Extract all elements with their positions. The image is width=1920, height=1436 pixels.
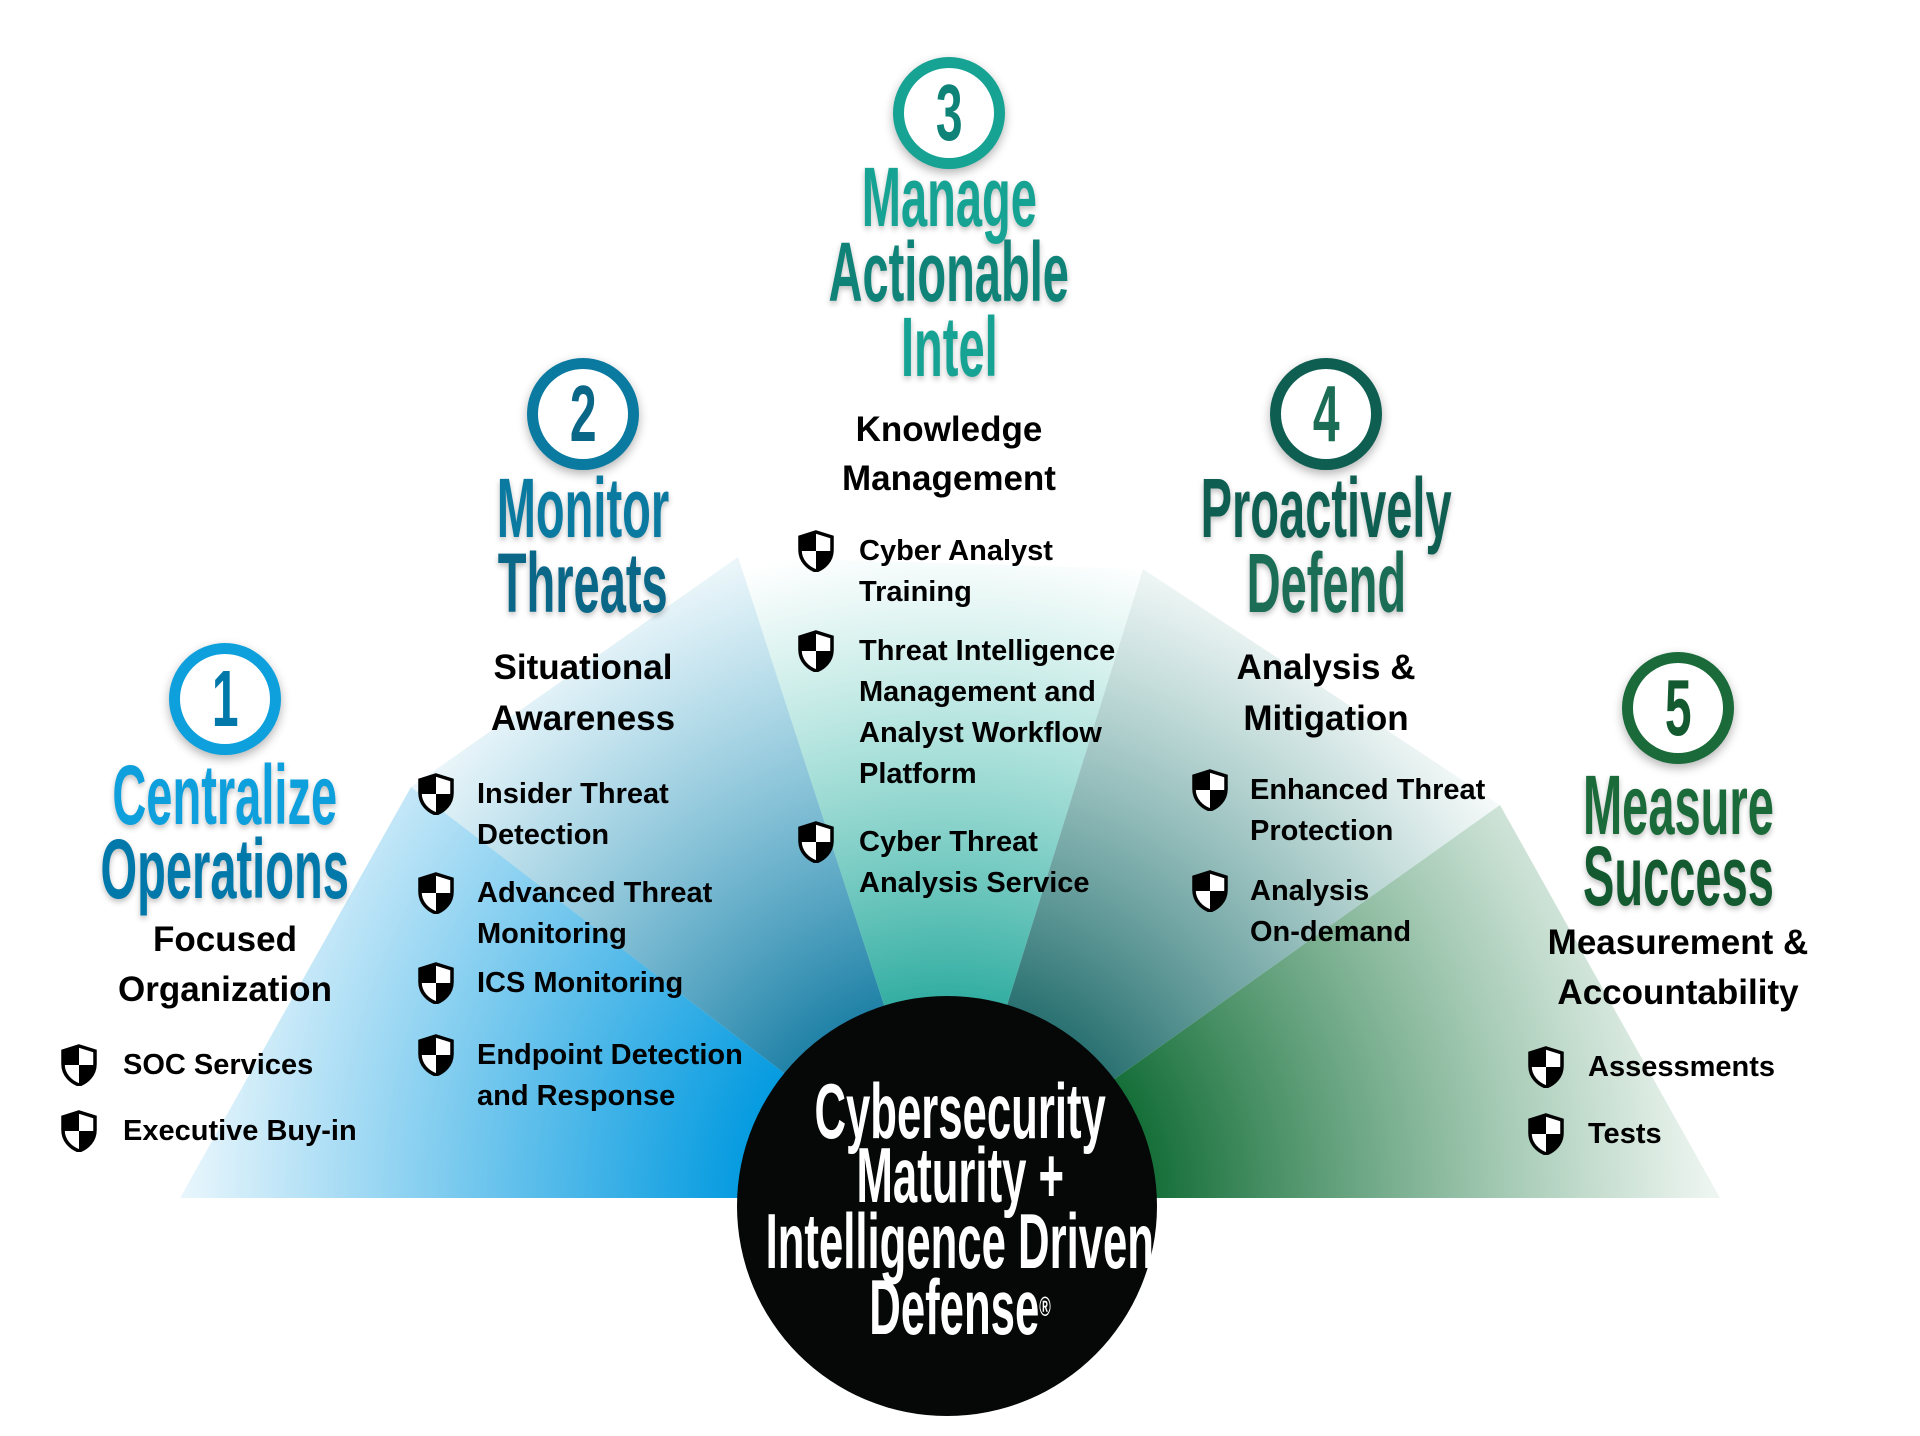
list-item-text: Analysis xyxy=(1250,875,1370,907)
shield-icon xyxy=(1527,1113,1565,1156)
list-item-text: Cyber Analyst xyxy=(859,535,1053,567)
list-item-text: Platform xyxy=(859,758,977,790)
shield-icon xyxy=(797,630,835,673)
list-item-text: Enhanced Threat xyxy=(1250,774,1486,806)
list-item-text: Management and xyxy=(859,676,1096,708)
list-item-text: Tests xyxy=(1588,1118,1662,1150)
shield-icon xyxy=(417,962,455,1005)
shield-icon xyxy=(797,821,835,864)
list-item-text: Threat Intelligence xyxy=(859,635,1116,667)
step-title-line: Defend xyxy=(976,541,1676,625)
step-4-number-badge: 4 xyxy=(1270,358,1382,470)
list-item-text: ICS Monitoring xyxy=(477,967,684,999)
step-title-text: Operations xyxy=(100,822,350,916)
step-title-text: Intel xyxy=(900,300,998,394)
list-item-text: On-demand xyxy=(1250,916,1412,948)
step-3-number-badge: 3 xyxy=(893,57,1005,169)
step-subtitle-line: Accountability xyxy=(1557,973,1799,1012)
center-title-line: Cybersecurity xyxy=(814,1067,1106,1155)
step-subtitle-line: Situational xyxy=(493,648,673,687)
step-title-text: Measure xyxy=(1582,758,1774,852)
step-subtitle-line: Knowledge xyxy=(855,410,1043,449)
step-title-text: Centralize xyxy=(112,748,338,842)
wedge-5 xyxy=(947,805,1720,1198)
step-1-number-badge: 1 xyxy=(169,643,281,755)
step-title-text: Monitor xyxy=(496,461,670,555)
list-item-text: Detection xyxy=(477,819,610,851)
list-item-text: Cyber Threat xyxy=(859,826,1038,858)
wedge-1 xyxy=(180,787,947,1198)
step-title-text: Defend xyxy=(1246,536,1406,630)
step-subtitle-line: Measurement & xyxy=(1547,923,1809,962)
list-item-text: Insider Threat xyxy=(477,778,669,810)
list-item-text: and Response xyxy=(477,1080,676,1112)
step-subtitle-line: Focused xyxy=(153,920,297,959)
step-title-text: Actionable xyxy=(828,225,1070,319)
list-item-text: Analyst Workflow xyxy=(859,717,1102,749)
step-title-text: Threats xyxy=(498,536,668,630)
step-title-line: Monitor xyxy=(233,466,933,550)
registered-mark: ® xyxy=(1039,1291,1051,1322)
step-title-line: Measure xyxy=(1328,763,1920,847)
step-title-line: Success xyxy=(1328,834,1920,918)
step-title-line: Operations xyxy=(0,827,575,911)
wedge-3 xyxy=(738,557,1143,1198)
step-title-line: Actionable xyxy=(599,230,1299,314)
center-hub-circle xyxy=(737,996,1157,1416)
step-title-line: Intel xyxy=(599,305,1299,389)
list-item-text: Analysis Service xyxy=(859,867,1090,899)
step-title-line: Threats xyxy=(233,541,933,625)
step-number: 3 xyxy=(935,68,963,157)
list-item-text: Training xyxy=(859,576,972,608)
list-item-text: Protection xyxy=(1250,815,1394,847)
step-2-number-badge: 2 xyxy=(527,358,639,470)
list-item-text: Advanced Threat xyxy=(477,877,713,909)
center-title-line: Intelligence Driven xyxy=(765,1197,1155,1285)
step-number: 4 xyxy=(1312,369,1340,458)
shield-icon xyxy=(417,872,455,915)
step-title-text: Success xyxy=(1582,829,1774,923)
step-number: 1 xyxy=(211,654,239,743)
list-item-text: Endpoint Detection xyxy=(477,1039,743,1071)
step-subtitle-line: Awareness xyxy=(490,699,676,738)
step-subtitle-line: Mitigation xyxy=(1243,699,1409,738)
step-subtitle-line: Organization xyxy=(118,970,332,1009)
step-title-text: Manage xyxy=(861,150,1037,244)
list-item-text: SOC Services xyxy=(123,1049,314,1081)
shield-icon xyxy=(60,1110,98,1153)
list-item-text: Executive Buy-in xyxy=(123,1115,357,1147)
step-title-line: Proactively xyxy=(976,466,1676,550)
step-subtitle-line: Analysis & xyxy=(1236,648,1416,687)
step-title-text: Proactively xyxy=(1200,461,1452,555)
step-number: 5 xyxy=(1664,663,1692,752)
shield-icon xyxy=(1527,1046,1565,1089)
step-title-line: Manage xyxy=(599,155,1299,239)
step-number: 2 xyxy=(569,369,597,458)
shield-icon xyxy=(60,1044,98,1087)
shield-icon xyxy=(1191,870,1229,913)
shield-icon xyxy=(417,1034,455,1077)
list-item-text: Assessments xyxy=(1588,1051,1775,1083)
shield-icon xyxy=(417,773,455,816)
shield-icon xyxy=(1191,769,1229,812)
wedge-2 xyxy=(411,557,947,1198)
list-item-text: Monitoring xyxy=(477,918,627,950)
center-title-line: Defense® xyxy=(869,1263,1051,1351)
step-title-line: Centralize xyxy=(0,753,575,837)
step-subtitle-line: Management xyxy=(842,459,1056,498)
center-title-line: Maturity + xyxy=(856,1131,1064,1219)
step-5-number-badge: 5 xyxy=(1622,652,1734,764)
shield-icon xyxy=(797,530,835,573)
